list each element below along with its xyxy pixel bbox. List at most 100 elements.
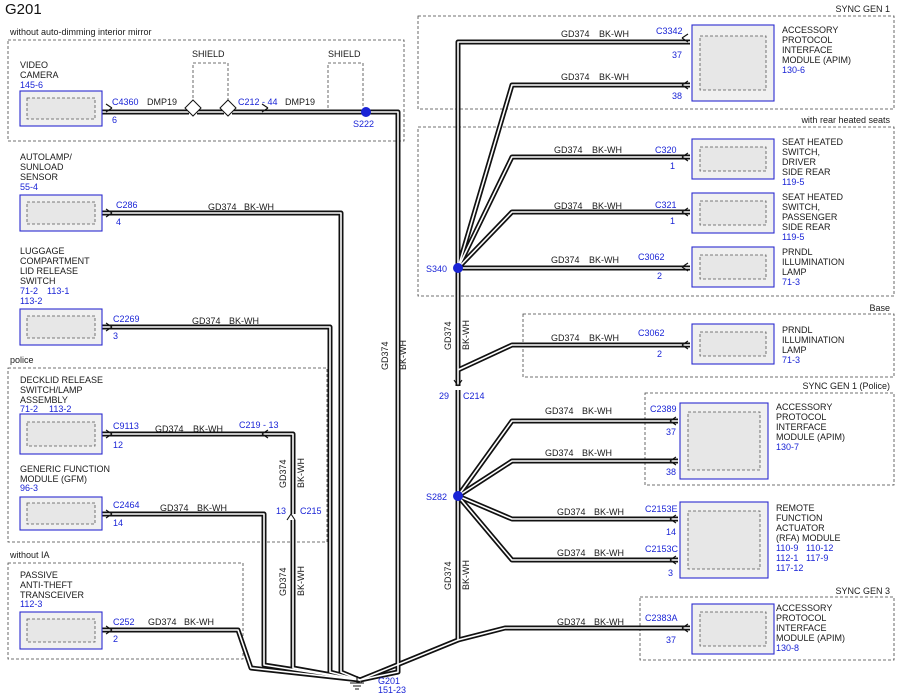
wire-circuit-vertical: GD374 xyxy=(278,459,288,488)
seat-driver-label-2: SWITCH, xyxy=(782,147,820,157)
wire-circuit: GD374 xyxy=(192,316,221,326)
gfm-label-2: MODULE (GFM) xyxy=(20,474,87,484)
conn-c212: C212 - 44 xyxy=(238,97,278,107)
wire-color: BK-WH xyxy=(582,448,612,458)
conn-c3342-pin-2: 38 xyxy=(672,91,682,101)
wire-circuit-vertical: GD374 xyxy=(278,567,288,596)
wire-color: BK-WH xyxy=(184,617,214,627)
wire-color: BK-WH xyxy=(582,406,612,416)
conn-c2153c-pin: 3 xyxy=(668,568,673,578)
splice-s282: S282 xyxy=(426,492,447,502)
splice-s222: S222 xyxy=(353,119,374,129)
rfa-ref-5: 117-12 xyxy=(776,563,803,573)
wire-circuit: GD374 xyxy=(545,448,574,458)
rfa-label-4: (RFA) MODULE xyxy=(776,533,841,543)
pats-label-1: PASSIVE xyxy=(20,570,58,580)
decklid-ref-1: 71-2 xyxy=(20,404,38,414)
luggage-label-1: LUGGAGE xyxy=(20,246,65,256)
conn-c2389-pin-2: 38 xyxy=(666,467,676,477)
conn-c2383a-pin: 37 xyxy=(666,635,676,645)
wires xyxy=(102,39,690,683)
apim3-label-1: ACCESSORY xyxy=(776,603,832,613)
components xyxy=(19,24,775,655)
wire-color: BK-WH xyxy=(592,145,622,155)
seat-driver-ref: 119-5 xyxy=(782,177,804,187)
apim3-label-2: PROTOCOL xyxy=(776,613,826,623)
page-title: G201 xyxy=(5,1,42,18)
conn-c214: C214 xyxy=(463,391,485,401)
wire-color-vertical: BK-WH xyxy=(461,320,471,350)
decklid-label-3: ASSEMBLY xyxy=(20,395,68,405)
conn-c3062a-pin: 2 xyxy=(657,271,662,281)
prndl1-ref: 71-3 xyxy=(782,277,800,287)
wire-segment xyxy=(456,342,690,373)
wire-color: BK-WH xyxy=(197,503,227,513)
gfm-label-1: GENERIC FUNCTION xyxy=(20,464,110,474)
ground-name: G201 xyxy=(378,676,400,686)
wire-segment-core xyxy=(457,41,690,268)
wire-color: BK-WH xyxy=(193,424,223,434)
conn-c252-pin: 2 xyxy=(113,634,118,644)
wire-circuit: GD374 xyxy=(554,145,583,155)
ground-ref: 151-23 xyxy=(378,685,406,695)
luggage-ref-3: 113-2 xyxy=(20,296,42,306)
conn-c3062b: C3062 xyxy=(638,328,665,338)
wire-color-vertical: BK-WH xyxy=(296,458,306,488)
seat-pass-label-1: SEAT HEATED xyxy=(782,192,844,202)
conn-c321-pin: 1 xyxy=(670,216,675,226)
decklid-label-1: DECKLID RELEASE xyxy=(20,375,103,385)
video-camera-label-2: CAMERA xyxy=(20,70,59,80)
conn-c219: C219 - 13 xyxy=(239,420,279,430)
decklid-ref-2: 113-2 xyxy=(49,404,71,414)
conn-c2383a: C2383A xyxy=(645,613,678,623)
apim1-label-1: ACCESSORY xyxy=(782,25,838,35)
wire-label-dmp-2: DMP19 xyxy=(285,97,315,107)
conn-c2464-pin: 14 xyxy=(113,518,123,528)
wire-circuit: GD374 xyxy=(160,503,189,513)
wire-labels-vertical: GD374 BK-WH GD374 BK-WH GD374 BK-WH GD37… xyxy=(278,320,471,596)
wire-segment xyxy=(455,82,690,269)
apim-police-label-4: MODULE (APIM) xyxy=(776,432,845,442)
wire-circuit-vertical: GD374 xyxy=(443,321,453,350)
autolamp-label-2: SUNLOAD xyxy=(20,162,64,172)
splice-s340: S340 xyxy=(426,264,447,274)
shield-symbols: SHIELD SHIELD xyxy=(184,49,364,117)
wire-circuit: GD374 xyxy=(554,201,583,211)
wire-circuit: GD374 xyxy=(557,507,586,517)
wire-circuit: GD374 xyxy=(148,617,177,627)
wire-segment-core xyxy=(457,495,678,561)
conn-c2153c: C2153C xyxy=(645,544,679,554)
conn-c252: C252 xyxy=(113,617,135,627)
section-without-dimming: without auto-dimming interior mirror xyxy=(9,27,152,37)
conn-c2269: C2269 xyxy=(113,314,140,324)
option-frames xyxy=(7,15,895,661)
luggage-label-4: SWITCH xyxy=(20,276,56,286)
wire-color-vertical: BK-WH xyxy=(296,566,306,596)
wire-color-vertical: BK-WH xyxy=(461,560,471,590)
wire-color: BK-WH xyxy=(599,29,629,39)
wire-circuit: GD374 xyxy=(551,333,580,343)
rfa-ref-1: 110-9 xyxy=(776,543,798,553)
wire-color: BK-WH xyxy=(599,72,629,82)
conn-c9113-pin: 12 xyxy=(113,440,123,450)
wire-color: BK-WH xyxy=(244,202,274,212)
shield-label-2: SHIELD xyxy=(328,49,361,59)
rfa-label-3: ACTUATOR xyxy=(776,523,825,533)
seat-driver-label-3: DRIVER xyxy=(782,157,817,167)
wire-segment-core xyxy=(102,212,361,681)
conn-c286: C286 xyxy=(116,200,138,210)
decklid-label-2: SWITCH/LAMP xyxy=(20,385,83,395)
rfa-ref-2: 110-12 xyxy=(806,543,833,553)
seat-pass-label-3: PASSENGER xyxy=(782,212,838,222)
luggage-ref-1: 71-2 xyxy=(20,286,38,296)
conn-c2153e-pin: 14 xyxy=(666,527,676,537)
conn-c286-pin: 4 xyxy=(116,217,121,227)
apim1-label-3: INTERFACE xyxy=(782,45,833,55)
wire-label-dmp-1: DMP19 xyxy=(147,97,177,107)
wire-color: BK-WH xyxy=(589,333,619,343)
wire-segment-core xyxy=(457,460,678,497)
prndl1-label-3: LAMP xyxy=(782,267,807,277)
wire-segment-core xyxy=(102,326,361,681)
wire-segment xyxy=(359,109,401,683)
wire-color: BK-WH xyxy=(594,507,624,517)
